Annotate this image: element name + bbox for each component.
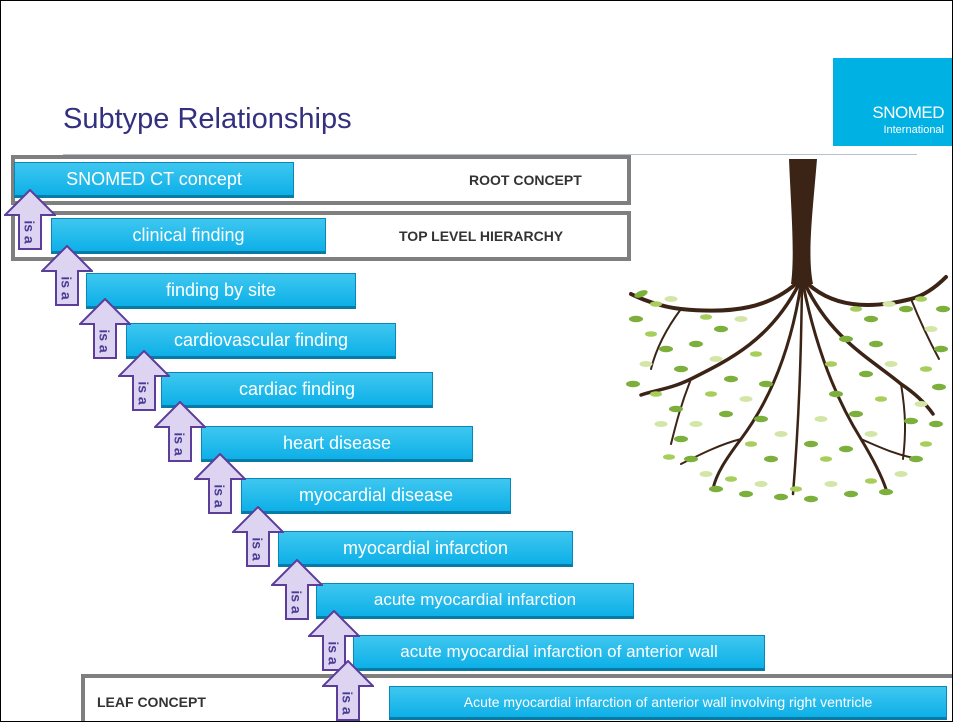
up-arrow-icon (2, 188, 58, 250)
leaf-concept-label: LEAF CONCEPT (97, 694, 206, 710)
title-divider (63, 154, 917, 155)
tree-illustration (626, 159, 950, 503)
is-a-arrow: is a (116, 349, 172, 411)
root-concept-label: ROOT CONCEPT (469, 172, 582, 188)
is-a-arrow: is a (39, 244, 95, 306)
logo-main-text: SNOMED (872, 103, 944, 122)
concept-snomed-ct-concept: SNOMED CT concept (14, 162, 294, 198)
concept-myocardial-disease: myocardial disease (241, 478, 511, 514)
is-a-arrow: is a (306, 609, 362, 671)
up-arrow-icon (306, 609, 362, 671)
up-arrow-icon (116, 349, 172, 411)
up-arrow-icon (77, 297, 133, 359)
concept-myocardial-infarction: myocardial infarction (278, 531, 573, 567)
up-arrow-icon (320, 659, 376, 721)
is-a-label: is a (250, 537, 267, 561)
concept-clinical-finding: clinical finding (51, 218, 326, 254)
is-a-arrow: is a (2, 188, 58, 250)
is-a-label: is a (97, 329, 114, 353)
concept-finding-by-site: finding by site (86, 273, 356, 309)
is-a-label: is a (172, 432, 189, 456)
slide-title: Subtype Relationships (63, 103, 352, 135)
concept-acute-mi-anterior-wall: acute myocardial infarction of anterior … (353, 635, 765, 671)
up-arrow-icon (192, 452, 248, 514)
is-a-label: is a (22, 220, 39, 244)
is-a-arrow: is a (320, 659, 376, 721)
top-level-hierarchy-label: TOP LEVEL HIERARCHY (399, 228, 564, 244)
is-a-arrow: is a (269, 558, 325, 620)
concept-cardiovascular-finding: cardiovascular finding (126, 323, 396, 359)
up-arrow-icon (152, 400, 208, 462)
is-a-arrow: is a (152, 400, 208, 462)
is-a-label: is a (340, 691, 357, 715)
up-arrow-icon (39, 244, 95, 306)
is-a-label: is a (212, 484, 229, 508)
logo-sub-text: International (883, 124, 944, 136)
concept-cardiac-finding: cardiac finding (161, 372, 433, 408)
is-a-arrow: is a (230, 505, 286, 567)
concept-acute-mi-anterior-wall-right-ventricle: Acute myocardial infarction of anterior … (389, 686, 947, 720)
is-a-label: is a (59, 276, 76, 300)
up-arrow-icon (230, 505, 286, 567)
snomed-logo: SNOMED International (833, 58, 952, 146)
is-a-arrow: is a (192, 452, 248, 514)
is-a-label: is a (136, 381, 153, 405)
is-a-label: is a (289, 590, 306, 614)
concept-acute-myocardial-infarction: acute myocardial infarction (316, 583, 634, 619)
concept-heart-disease: heart disease (201, 426, 473, 462)
is-a-arrow: is a (77, 297, 133, 359)
up-arrow-icon (269, 558, 325, 620)
